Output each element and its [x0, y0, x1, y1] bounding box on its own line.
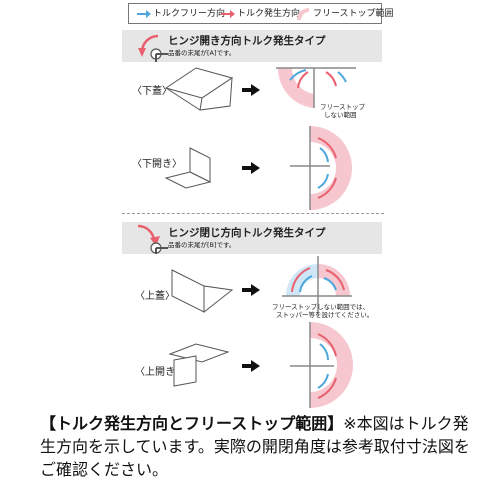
lower-lid-illustration [164, 67, 234, 111]
upper-open-torque-diagram [290, 322, 353, 408]
upper-lid-torque-diagram [282, 256, 352, 314]
section-close-subtitle: 品番の末尾が[B]です。 [168, 241, 236, 249]
legend-free-stop-range: フリーストップ範囲 [313, 9, 394, 19]
arrow-right-icon [242, 360, 260, 372]
row-label-lower-open: 〈下開き〉 [132, 159, 182, 170]
legend-torque-free: トルクフリー方向 [153, 9, 226, 19]
lower-open-illustration [164, 147, 212, 189]
legend-torque-generate: トルク発生方向 [237, 9, 301, 19]
upper-open-illustration [168, 343, 230, 387]
arrow-right-icon [242, 284, 260, 296]
lower-lid-torque-diagram [276, 67, 356, 108]
section-open-header: ヒンジ開き方向トルク発生タイプ 品番の末尾が[A]です。 [122, 30, 382, 62]
legend: トルクフリー方向 トルク発生方向 フリーストップ範囲 [128, 3, 394, 24]
free-stop-range-icon [297, 8, 309, 20]
section-close-header: ヒンジ閉じ方向トルク発生タイプ 品番の末尾が[B]です。 [122, 222, 382, 254]
arrow-right-icon [242, 162, 260, 174]
caption-heading: 【トルク発生方向とフリーストップ範囲】 [40, 414, 344, 433]
row-label-lower-lid: 〈下蓋〉 [132, 86, 172, 97]
hinge-open-icon [138, 34, 168, 62]
row-label-upper-lid: 〈上蓋〉 [135, 291, 175, 302]
caption-text: ※本図はトルク発生方向を示しています。実際の開閉角度は参考取付寸法図をご確認くだ… [40, 414, 470, 479]
section-divider [122, 213, 384, 214]
upper-lid-illustration [171, 269, 234, 314]
free-stop-note-line1: フリーストップ [320, 103, 366, 111]
torque-free-arrow-icon [137, 10, 151, 18]
hinge-close-icon [137, 224, 168, 254]
row-label-upper-open: 〈上開き〉 [135, 367, 185, 378]
free-stop-note-line2: しない範囲 [324, 111, 357, 119]
section-open-subtitle: 品番の末尾が[A]です。 [168, 49, 236, 57]
arrow-right-icon [242, 84, 260, 96]
stopper-note-line2: ストッパー等を設けてください。 [276, 311, 374, 319]
torque-generate-arrow-icon [221, 10, 235, 18]
stopper-note-line1: フリーストップしない範囲では、 [272, 303, 370, 311]
section-close-title: ヒンジ閉じ方向トルク発生タイプ [168, 227, 326, 239]
section-open-title: ヒンジ開き方向トルク発生タイプ [168, 35, 326, 47]
lower-open-torque-diagram [290, 126, 352, 210]
caption: 【トルク発生方向とフリーストップ範囲】※本図はトルク発生方向を示しています。実際… [40, 412, 470, 481]
